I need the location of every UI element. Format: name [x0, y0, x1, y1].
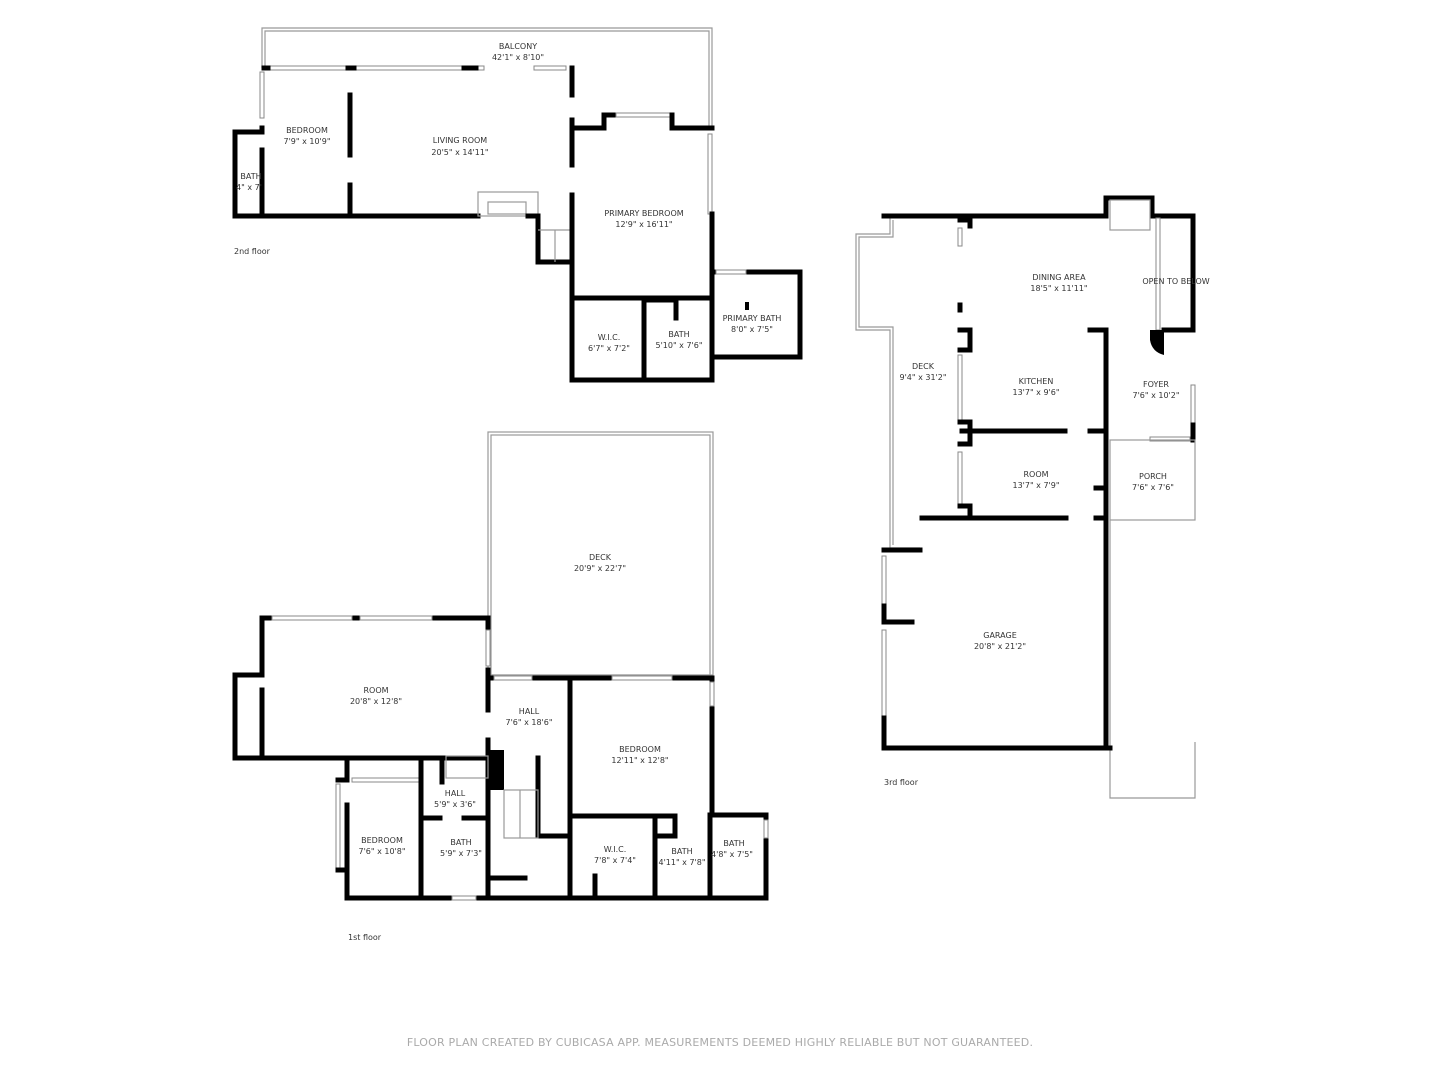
room-dims: 4" x 7': [236, 183, 262, 192]
room-dims: 20'5" x 14'11": [431, 148, 488, 157]
third-floor-labels: DINING AREA 18'5" x 11'11" OPEN TO BELOW…: [884, 273, 1210, 787]
room-dims: 12'11" x 12'8": [611, 756, 668, 765]
room-dims: 7'6" x 7'6": [1132, 483, 1174, 492]
room-dims: 4'11" x 7'8": [658, 858, 705, 867]
room-dims: 7'6" x 18'6": [505, 718, 552, 727]
room-name: LIVING ROOM: [433, 136, 488, 145]
room-dims: 7'8" x 7'4": [594, 856, 636, 865]
room-name: BEDROOM: [619, 745, 661, 754]
room-name: BALCONY: [499, 42, 537, 51]
room-dims: 4'8" x 7'5": [711, 850, 753, 859]
room-name: ROOM: [1023, 470, 1048, 479]
room-name: BATH: [668, 330, 689, 339]
room-dims: 6'7" x 7'2": [588, 344, 630, 353]
room-dims: 20'8" x 21'2": [974, 642, 1026, 651]
room-name: BEDROOM: [361, 836, 403, 845]
room-name: PRIMARY BEDROOM: [604, 209, 683, 218]
room-name: HALL: [519, 707, 540, 716]
first-floor-labels: DECK 20'9" x 22'7" ROOM 20'8" x 12'8" HA…: [348, 553, 753, 942]
room-name: BEDROOM: [286, 126, 328, 135]
floor-label: 1st floor: [348, 933, 382, 942]
second-floor-plan: [232, 27, 803, 383]
room-dims: 18'5" x 11'11": [1030, 284, 1087, 293]
room-name: BATH: [240, 172, 261, 181]
room-name: KITCHEN: [1019, 377, 1054, 386]
room-name: OPEN TO BELOW: [1142, 277, 1209, 286]
room-name: DINING AREA: [1032, 273, 1086, 282]
room-name: BATH: [723, 839, 744, 848]
room-name: DECK: [912, 362, 935, 371]
room-dims: 8'0" x 7'5": [731, 325, 773, 334]
room-dims: 7'6" x 10'8": [358, 847, 405, 856]
floor-label: 2nd floor: [234, 247, 271, 256]
room-dims: 5'10" x 7'6": [655, 341, 702, 350]
room-dims: 7'6" x 10'2": [1132, 391, 1179, 400]
room-name: W.I.C.: [604, 845, 627, 854]
room-name: BATH: [671, 847, 692, 856]
room-name: HALL: [445, 789, 466, 798]
room-dims: 9'4" x 31'2": [899, 373, 946, 382]
room-dims: 7'9" x 10'9": [283, 137, 330, 146]
room-dims: 12'9" x 16'11": [615, 220, 672, 229]
second-floor-labels: BALCONY 42'1" x 8'10" BEDROOM 7'9" x 10'…: [234, 42, 781, 353]
room-name: DECK: [589, 553, 612, 562]
room-dims: 20'8" x 12'8": [350, 697, 402, 706]
room-name: PORCH: [1139, 472, 1167, 481]
floor-label: 3rd floor: [884, 778, 919, 787]
room-name: PRIMARY BATH: [723, 314, 782, 323]
third-floor-plan: [855, 195, 1196, 799]
footer-disclaimer: FLOOR PLAN CREATED BY CUBICASA APP. MEAS…: [406, 1036, 1034, 1049]
first-floor-plan: [232, 431, 769, 901]
room-name: GARAGE: [983, 631, 1017, 640]
room-dims: 13'7" x 9'6": [1012, 388, 1059, 397]
room-dims: 5'9" x 3'6": [434, 800, 476, 809]
room-name: BATH: [450, 838, 471, 847]
room-dims: 5'9" x 7'3": [440, 849, 482, 858]
room-name: FOYER: [1143, 380, 1169, 389]
room-name: ROOM: [363, 686, 388, 695]
room-name: W.I.C.: [598, 333, 621, 342]
room-dims: 13'7" x 7'9": [1012, 481, 1059, 490]
room-dims: 42'1" x 8'10": [492, 53, 544, 62]
room-dims: 20'9" x 22'7": [574, 564, 626, 573]
